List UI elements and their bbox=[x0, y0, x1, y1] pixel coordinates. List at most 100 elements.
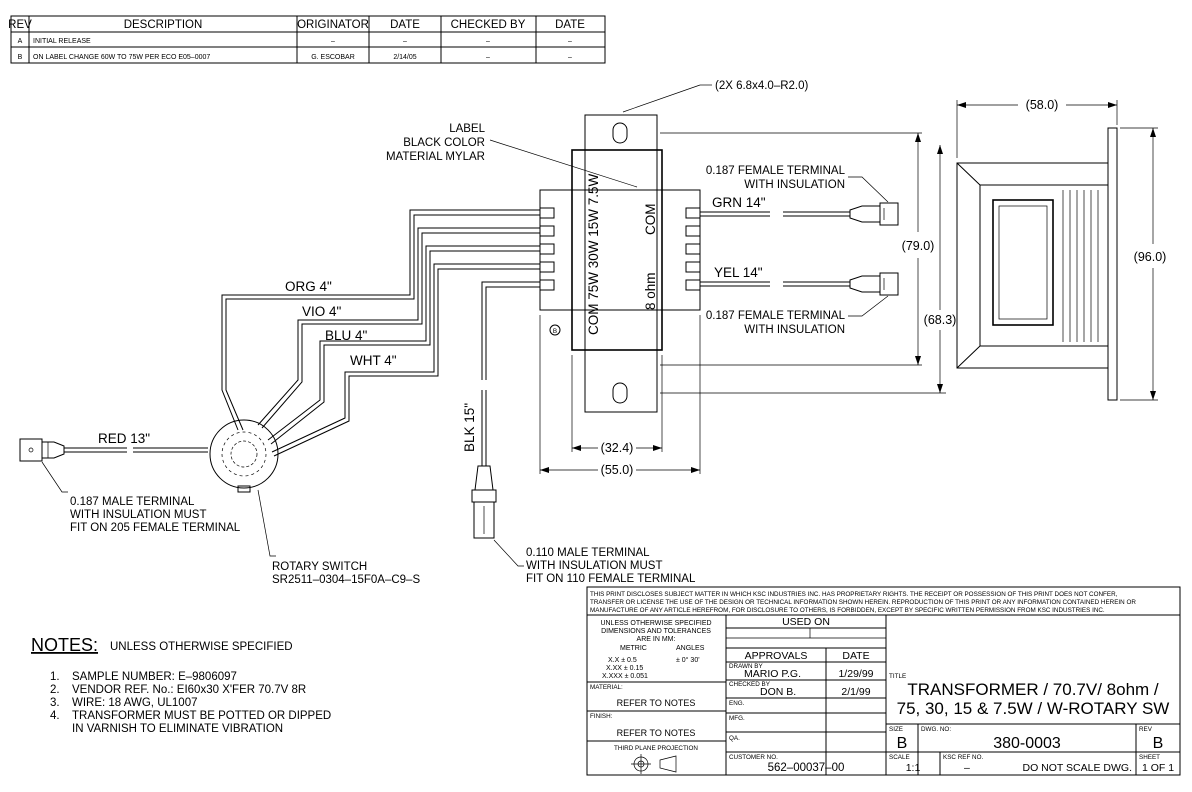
note-4: TRANSFORMER MUST BE POTTED OR DIPPED bbox=[72, 710, 331, 722]
rev-header-originator: ORIGINATOR bbox=[297, 19, 369, 31]
note-3: WIRE: 18 AWG, UL1007 bbox=[72, 697, 197, 709]
male-bot-callout-1: 0.110 MALE TERMINAL bbox=[526, 547, 650, 559]
rev-header-date: DATE bbox=[390, 19, 420, 31]
wire-grn: GRN 14" bbox=[712, 195, 766, 210]
rev-header-date-2: DATE bbox=[555, 19, 585, 31]
title-block: THIS PRINT DISCLOSES SUBJECT MATTER IN W… bbox=[586, 586, 1181, 776]
projection-label: THIRD PLANE PROJECTION bbox=[614, 745, 698, 752]
sheet-value: 1 OF 1 bbox=[1142, 762, 1174, 774]
wire-vio: VIO 4" bbox=[302, 304, 342, 319]
label-tap-ratings: COM 75W 30W 15W 7.5W bbox=[586, 173, 601, 335]
disclaimer-line-2: TRANSFER OR LICENSE THE USE OF THE DESIG… bbox=[590, 599, 1136, 606]
disclaimer-line-1: THIS PRINT DISCLOSES SUBJECT MATTER IN W… bbox=[590, 591, 1118, 598]
ksc-ref-label: KSC REF NO. bbox=[943, 754, 983, 761]
title-label: TITLE bbox=[889, 673, 906, 680]
label-callout-2: BLACK COLOR bbox=[403, 137, 485, 149]
male-bot-callout-2: WITH INSULATION MUST bbox=[526, 560, 663, 572]
dim-68: (68.3) bbox=[924, 313, 957, 327]
certification-mark-icon bbox=[549, 324, 561, 336]
label-com: COM bbox=[643, 204, 658, 236]
checked-date: 2/1/99 bbox=[841, 686, 870, 698]
approvals-header: APPROVALS bbox=[745, 650, 808, 662]
tap-wires bbox=[221, 209, 540, 466]
third-angle-projection-icon bbox=[631, 754, 677, 774]
customer-no-label: CUSTOMER NO. bbox=[729, 754, 778, 761]
checked-by: DON B. bbox=[760, 686, 796, 698]
label-callout-3: MATERIAL MYLAR bbox=[386, 151, 485, 163]
male-left-callout-3: FIT ON 205 FEMALE TERMINAL bbox=[70, 522, 241, 534]
slot-dimension: (2X 6.8x4.0–R2.0) bbox=[715, 80, 809, 92]
qa-label: QA. bbox=[729, 735, 740, 742]
note-4-cont: IN VARNISH TO ELIMINATE VIBRATION bbox=[72, 723, 283, 735]
note-2-num: 2. bbox=[50, 684, 60, 696]
rev-header-description: DESCRIPTION bbox=[124, 19, 203, 31]
male-terminal-bottom bbox=[471, 465, 497, 539]
wire-blu: BLU 4" bbox=[325, 328, 368, 343]
date-header: DATE bbox=[842, 650, 869, 662]
material-label: MATERIAL: bbox=[590, 684, 623, 691]
rev-a: A bbox=[18, 38, 23, 45]
dim-58: (58.0) bbox=[1026, 98, 1059, 112]
revision-table: REV DESCRIPTION ORIGINATOR DATE CHECKED … bbox=[8, 15, 606, 64]
mfg-label: MFG. bbox=[729, 715, 745, 722]
tol-xx: X.XX ± 0.15 bbox=[606, 665, 643, 672]
rev-a-date-2: – bbox=[568, 38, 572, 45]
drawing-title-line-2: 75, 30, 15 & 7.5W / W-ROTARY SW bbox=[897, 699, 1170, 718]
checked-by-label: CHECKED BY bbox=[729, 681, 771, 688]
tol-angles: ANGLES bbox=[676, 645, 705, 652]
label-callout-1: LABEL bbox=[449, 123, 485, 135]
sheet-label: SHEET bbox=[1139, 754, 1160, 761]
dwg-no-value: 380-0003 bbox=[993, 735, 1061, 752]
rev-b-date: 2/14/05 bbox=[393, 54, 416, 61]
dim-55: (55.0) bbox=[601, 463, 634, 477]
wire-yel: YEL 14" bbox=[714, 265, 763, 280]
rotary-switch bbox=[209, 419, 279, 493]
dim-32: (32.4) bbox=[601, 441, 634, 455]
tol-line-3: ARE IN MM: bbox=[637, 636, 676, 643]
male-left-callout-2: WITH INSULATION MUST bbox=[70, 509, 207, 521]
rev-a-checked: – bbox=[486, 38, 490, 45]
note-2: VENDOR REF. No.: EI60x30 X'FER 70.7V 8R bbox=[72, 684, 306, 696]
drawn-by-label: DRAWN BY bbox=[729, 663, 764, 670]
cert-mark-letter: B bbox=[553, 328, 557, 335]
notes-heading: NOTES: bbox=[31, 635, 98, 655]
note-1-num: 1. bbox=[50, 671, 60, 683]
note-3-num: 3. bbox=[50, 697, 60, 709]
rotary-callout-2: SR2511–0304–15F0A–C9–S bbox=[272, 574, 420, 586]
female-top-callout-2: WITH INSULATION bbox=[744, 179, 845, 191]
rev-b-description: ON LABEL CHANGE 60W TO 75W PER ECO E05–0… bbox=[33, 54, 210, 61]
customer-no: 562–00037–00 bbox=[768, 762, 845, 774]
note-1: SAMPLE NUMBER: E–9806097 bbox=[72, 671, 237, 683]
female-top-callout-1: 0.187 FEMALE TERMINAL bbox=[706, 165, 846, 177]
wire-wht: WHT 4" bbox=[350, 353, 397, 368]
notes-subheading: UNLESS OTHERWISE SPECIFIED bbox=[110, 641, 293, 653]
rev-a-date: – bbox=[403, 38, 407, 45]
disclaimer-line-3: MANUFACTURE OF ANY ARTICLE HEREFROM, FOR… bbox=[590, 607, 1105, 614]
scale-label: SCALE bbox=[889, 754, 910, 761]
output-wires: GRN 14" YEL 14" bbox=[700, 195, 899, 296]
finish-value: REFER TO NOTES bbox=[617, 728, 696, 738]
drawn-by: MARIO P.G. bbox=[744, 668, 801, 680]
size-label: SIZE bbox=[889, 726, 903, 733]
transformer-front-view: COM 75W 30W 15W 7.5W COM 8 ohm B bbox=[539, 114, 701, 413]
tol-line-1: UNLESS OTHERWISE SPECIFIED bbox=[600, 620, 711, 627]
scale-value: 1:1 bbox=[906, 762, 921, 774]
wire-blk: BLK 15" bbox=[462, 403, 477, 452]
dwg-no-label: DWG. NO: bbox=[921, 726, 951, 733]
rev-a-originator: – bbox=[331, 38, 335, 45]
dim-96: (96.0) bbox=[1134, 250, 1167, 264]
rev-label: REV bbox=[1139, 726, 1153, 733]
rotary-callout-1: ROTARY SWITCH bbox=[272, 561, 367, 573]
male-left-callout-1: 0.187 MALE TERMINAL bbox=[70, 496, 195, 508]
do-not-scale: DO NOT SCALE DWG. bbox=[1023, 762, 1133, 774]
rev-header-checked-by: CHECKED BY bbox=[451, 19, 526, 31]
wire-red: RED 13" bbox=[98, 431, 150, 446]
drawing-title-line-1: TRANSFORMER / 70.7V/ 8ohm / bbox=[907, 680, 1159, 699]
drawn-date: 1/29/99 bbox=[838, 668, 873, 680]
tol-x: X.X ± 0.5 bbox=[608, 657, 637, 664]
wire-org: ORG 4" bbox=[285, 279, 332, 294]
used-on: USED ON bbox=[782, 616, 830, 628]
male-terminal-left bbox=[19, 438, 65, 462]
rev-header-rev: REV bbox=[8, 19, 32, 31]
